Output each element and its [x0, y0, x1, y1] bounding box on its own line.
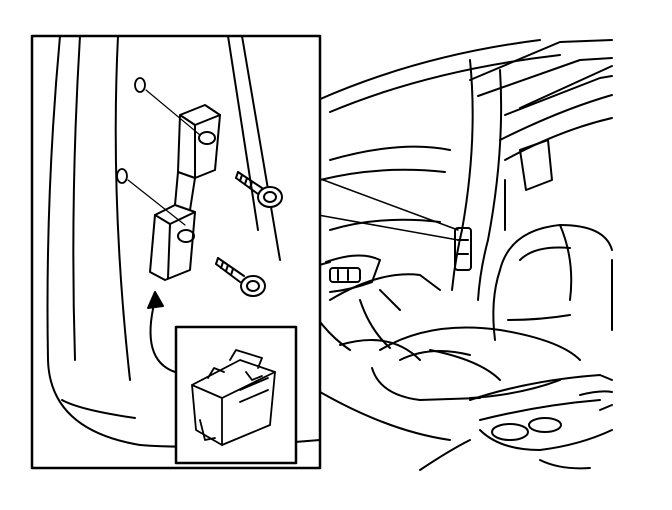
detail-leader-lines: [317, 177, 459, 241]
pillar-sensor: [454, 227, 472, 271]
screw-icon: [215, 257, 266, 297]
rear-door: [499, 94, 613, 231]
connector-inset: [174, 325, 298, 465]
screw-icon: [235, 171, 283, 208]
center-console: [469, 374, 613, 470]
floor-line: [299, 379, 471, 471]
seat-back: [492, 224, 613, 341]
seat-cushion: [371, 326, 581, 401]
alignment-lines: [127, 89, 201, 226]
mounting-holes: [116, 77, 146, 184]
b-pillar: [451, 59, 503, 301]
sensor-module: [149, 104, 221, 281]
window-switch: [329, 267, 361, 283]
electrical-connector-closeup: [191, 349, 276, 446]
roof-header: [317, 39, 613, 116]
detail-inset: [30, 34, 322, 470]
curved-arrow-icon: [147, 291, 176, 373]
vehicle-interior: [284, 39, 613, 471]
